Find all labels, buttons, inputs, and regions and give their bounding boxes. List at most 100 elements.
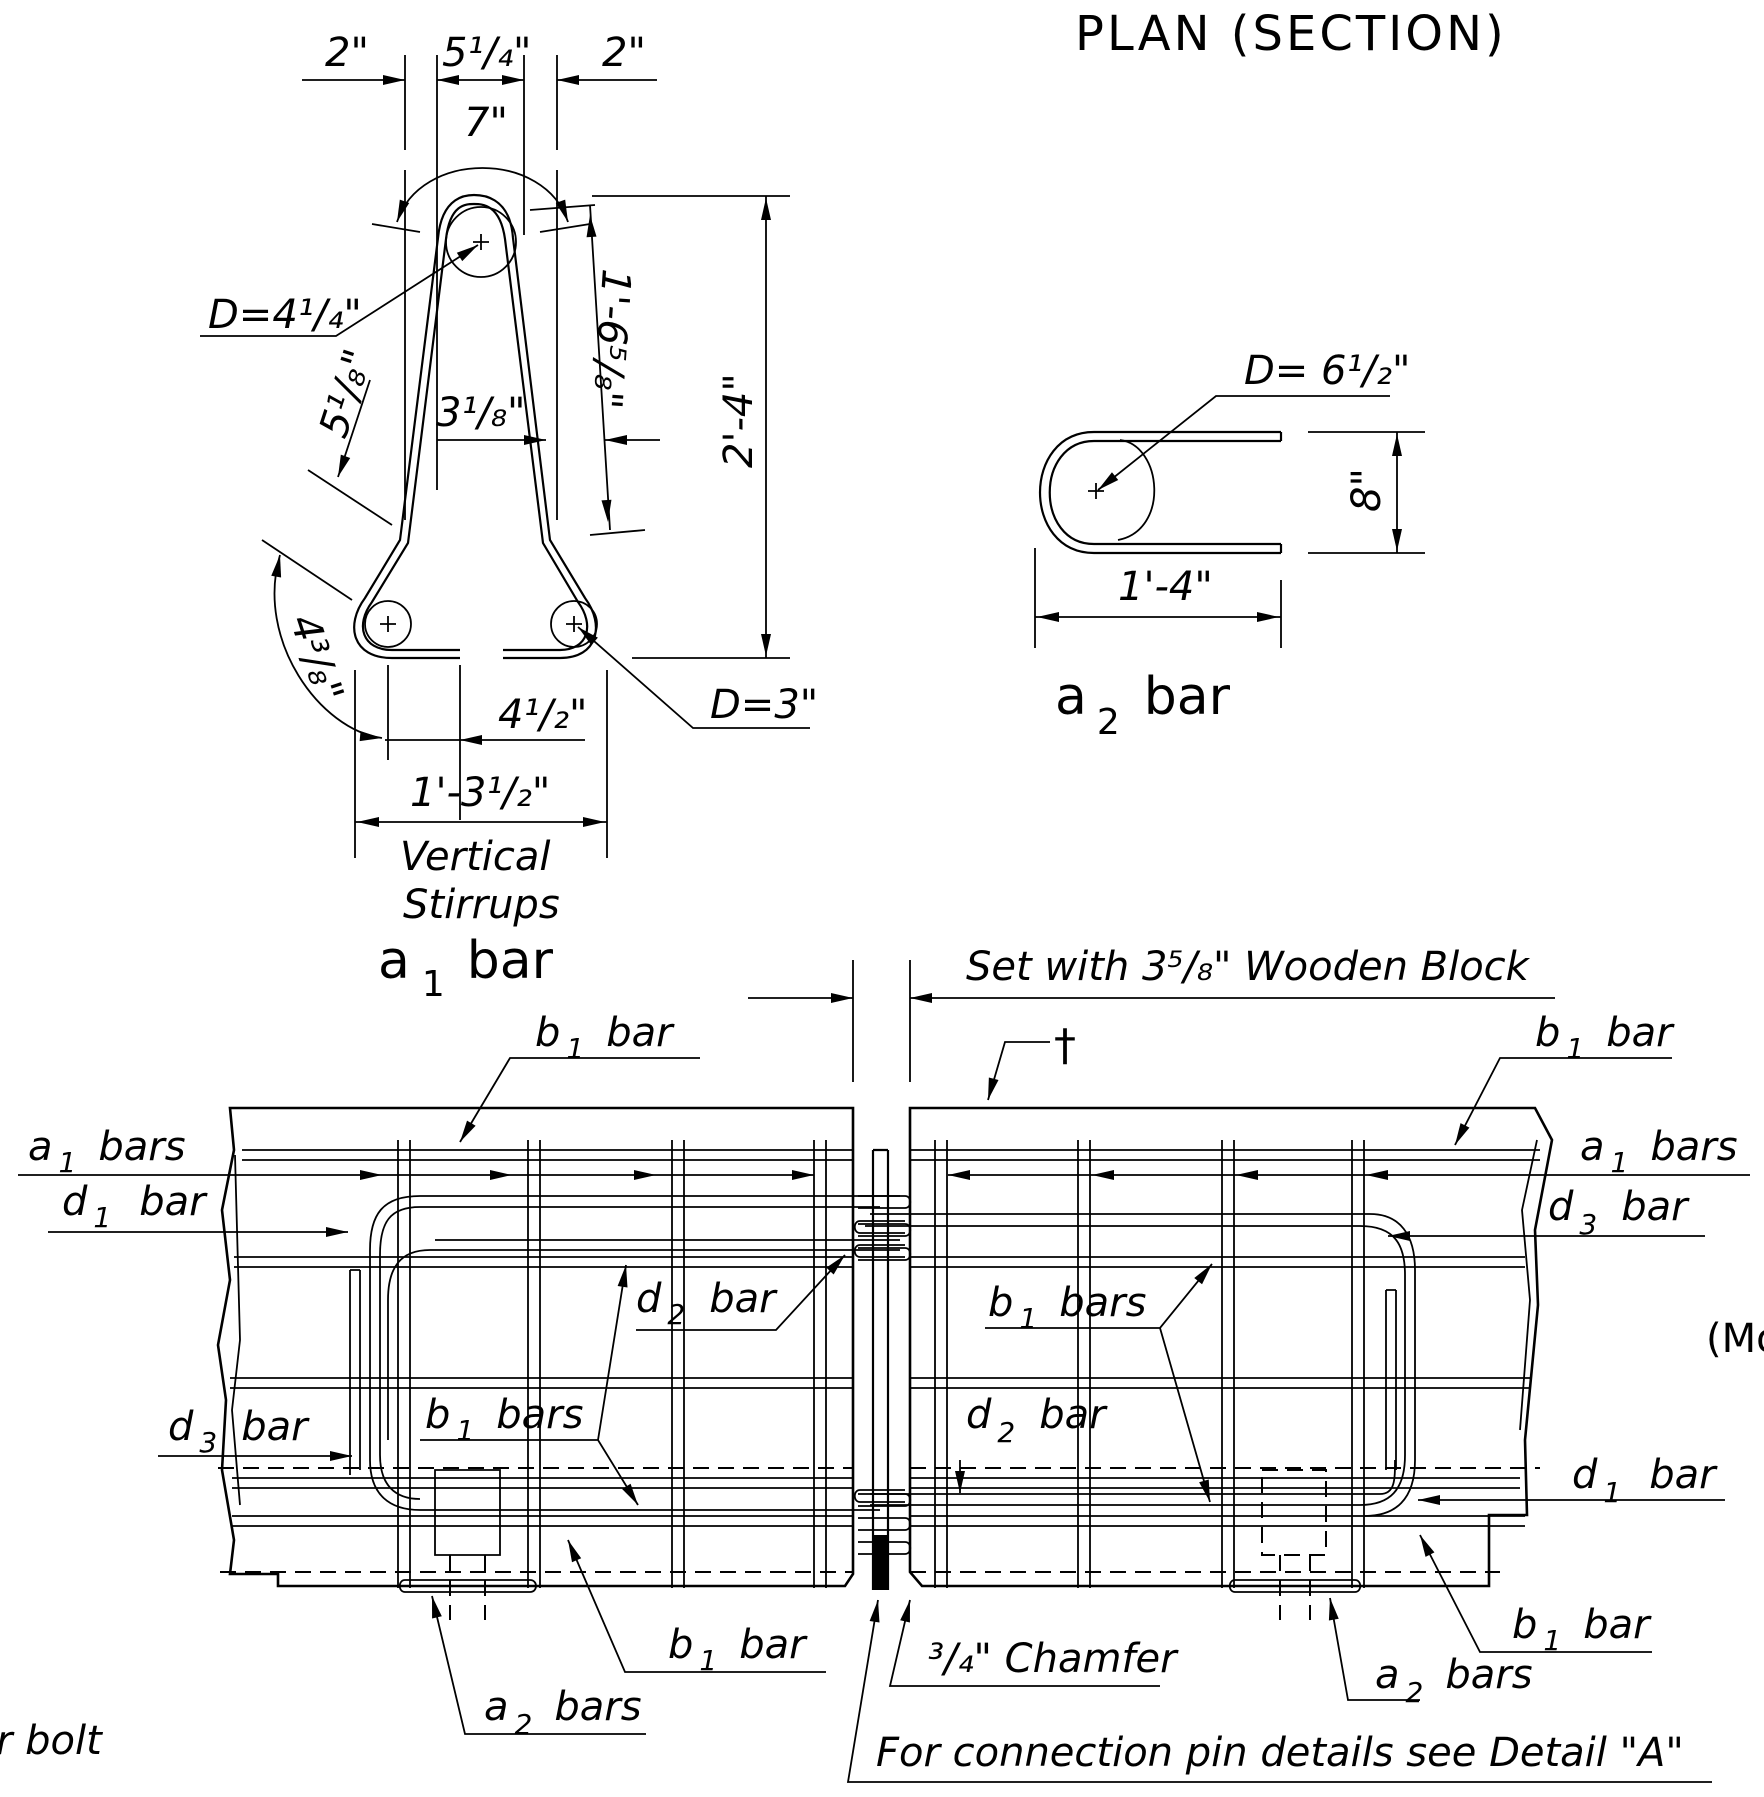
- a1-dim-height: [592, 195, 790, 659]
- a1-pin-circle-left: [364, 600, 412, 648]
- a1-dim-pin-diam: D=4¹/₄": [208, 292, 362, 338]
- a1-dim-height-text: 2'-4": [716, 373, 762, 468]
- a1-caption-vertical: Vertical: [400, 834, 551, 880]
- left-d1-loop: [369, 1195, 900, 1511]
- a2-dim-height-text: 8": [1344, 468, 1390, 512]
- plan-section-title: PLAN (SECTION): [1075, 6, 1507, 62]
- pin-note-label: For connection pin details see Detail "A…: [876, 1730, 1684, 1776]
- a2-hairpin-inner: [1048, 439, 1281, 546]
- a1-dim-gap-text: 4¹/₂": [498, 692, 587, 738]
- a2-leader: [1097, 395, 1390, 491]
- a1-arc-tick: [261, 539, 353, 601]
- wooden-block-text: Set with 3⁵/₈" Wooden Block: [966, 944, 1531, 990]
- a2-bars-left-leader: [431, 1595, 646, 1735]
- left-d-hook: [349, 1269, 361, 1475]
- right-d3-loop: [865, 1225, 1406, 1506]
- a2-bottom-bars: [398, 1579, 1362, 1593]
- mid-bars: [230, 1256, 1530, 1489]
- a1-dim-5-1-4: 5¹/₄": [442, 30, 531, 76]
- dagger-mark: †: [1054, 1020, 1076, 1071]
- b1-bar-bottom-right-leader: [1419, 1534, 1652, 1653]
- a1-arc-4-3-8: [273, 554, 383, 739]
- a1-center-marks: [380, 234, 582, 632]
- right-pin-stubs: [853, 1220, 905, 1503]
- a2-dim-length-text: 1'-4": [1118, 564, 1213, 610]
- left-edge-wave: [231, 1154, 241, 1506]
- a1-arc-7: [396, 167, 569, 223]
- left-stirrups: [397, 1140, 827, 1588]
- b1-bar-top-left-leader: [459, 1057, 700, 1143]
- right-segment-outline: [908, 1106, 1554, 1588]
- right-a2-dashed: [1279, 1555, 1311, 1620]
- left-d2-loop: [387, 1239, 900, 1440]
- a1-ext-lines: [404, 55, 558, 520]
- a1-dim-5-1-8: 5¹/₈": [311, 344, 382, 443]
- chamfer-leader: [888, 1599, 1160, 1687]
- a1-dim-gap: [385, 665, 585, 820]
- a1-bar-detail: 2" 5¹/₄" 2" 7" D=4¹/₄" 5¹/₈" 3¹/₈" 1'-6⁵…: [200, 30, 818, 1005]
- a1-caption-stirrups: Stirrups: [403, 882, 560, 928]
- a1-arc-ticks: [371, 223, 591, 233]
- right-d2-stub: [870, 1459, 1396, 1495]
- wooden-block-dim: [748, 960, 1555, 1082]
- right-edge-wave: [1519, 1139, 1538, 1431]
- left-d3-loop: [379, 1206, 880, 1500]
- a2-center-mark: [1088, 483, 1104, 499]
- left-edge-cropped-text: r bolt: [0, 1718, 103, 1764]
- dashed-lines: [218, 1467, 1540, 1573]
- a1-dim-7: 7": [464, 100, 508, 146]
- right-stirrups: [934, 1140, 1365, 1588]
- left-pin-stubs: [858, 1195, 912, 1555]
- a1-pin-circle-top: [445, 206, 517, 278]
- dagger-leader: [987, 1041, 1050, 1101]
- b1-bar-bottom-left-leader: [567, 1539, 826, 1673]
- a2-dim-diam: D= 6¹/₂": [1244, 348, 1410, 394]
- b1-bars-right-leader: [985, 1263, 1213, 1503]
- a1-dim-width: [354, 670, 608, 858]
- d2-bar-left-leader: [636, 1254, 846, 1331]
- lower-bars: [232, 1515, 1525, 1527]
- chamfer-label: ³/₄" Chamfer: [928, 1636, 1179, 1682]
- b1-bars-left-leader: [420, 1264, 639, 1506]
- a1-pin-circle-right: [550, 600, 598, 648]
- a1-dim-bend-diam: D=3": [710, 682, 818, 728]
- a1-leader-pin: [200, 244, 479, 337]
- right-d-hook: [1385, 1289, 1397, 1470]
- a1-stirrup-inner: [361, 202, 589, 652]
- a2-pin-arc: [1117, 439, 1156, 541]
- left-a2-box: [434, 1469, 501, 1556]
- right-a2-box: [1261, 1469, 1327, 1556]
- pin-note-leader: [846, 1599, 1712, 1783]
- right-d1-loop: [870, 1213, 1416, 1517]
- a1-leader-bend: [577, 626, 810, 729]
- a1-dim-2-right: 2": [602, 30, 646, 76]
- top-bars: [242, 1149, 1540, 1161]
- a1-dim-leg: [529, 204, 646, 536]
- right-edge-cropped-text: (Mo: [1706, 1316, 1764, 1362]
- a2-bars-right-leader: [1329, 1597, 1420, 1701]
- a1-dim-width-text: 1'-3¹/₂": [410, 770, 550, 816]
- b1-bar-top-right-leader: [1454, 1057, 1672, 1146]
- a1-dim-3-1-8: 3¹/₈": [436, 390, 525, 436]
- a2-hairpin-outer: [1039, 430, 1281, 555]
